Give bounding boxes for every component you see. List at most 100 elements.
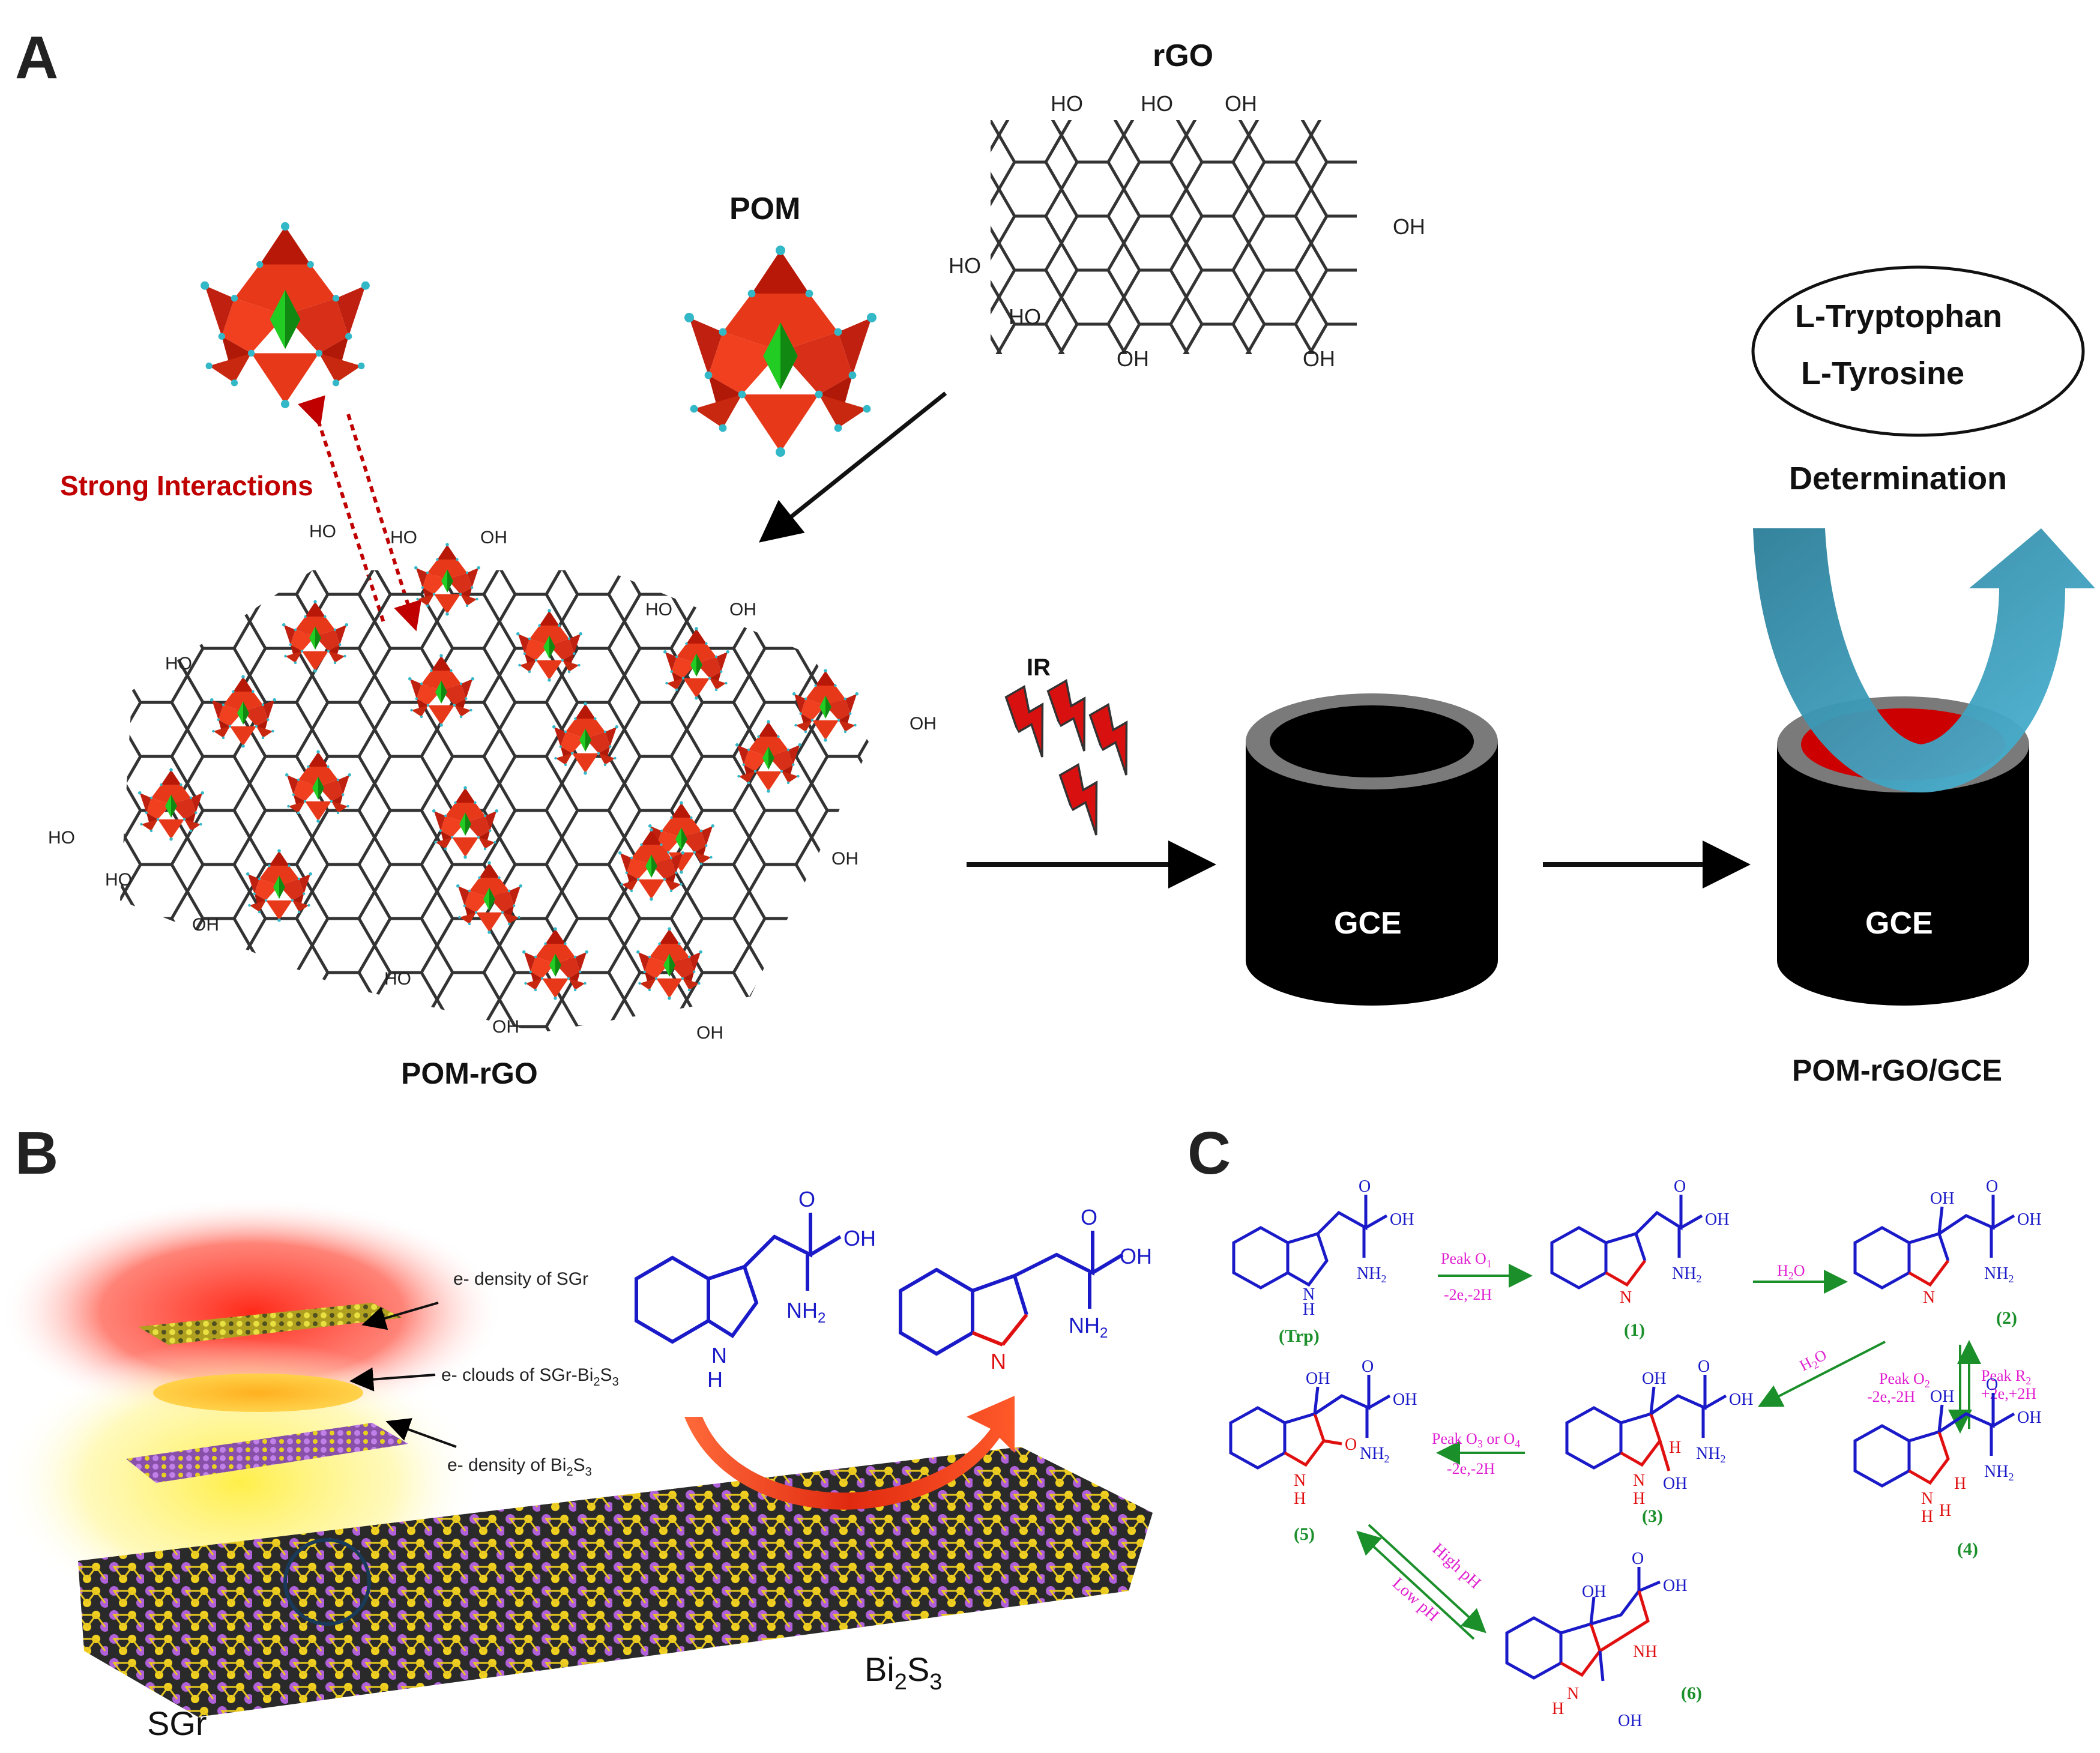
c3-h2: H [1669, 1438, 1681, 1457]
peak-r2-label: Peak R2 [1981, 1367, 2031, 1387]
c2-oh-top: OH [1930, 1189, 1954, 1208]
c6-nh: NH [1633, 1643, 1657, 1661]
composite-oh-6: OH [192, 915, 219, 935]
c5-nh2: NH2 [1360, 1444, 1389, 1465]
rgo-oh-2: HO [1141, 91, 1173, 116]
c3-h1: H [1633, 1489, 1645, 1508]
c6-oh: OH [1663, 1576, 1687, 1595]
trp-c-h: H [1303, 1300, 1315, 1319]
bi2s3-label: Bi2S3 [864, 1650, 942, 1695]
compound-5-structure [1229, 1375, 1391, 1470]
rgo-title: rGO [1153, 38, 1213, 73]
c3-oh-top: OH [1642, 1369, 1666, 1388]
c6-oh-bottom: OH [1618, 1712, 1642, 1730]
composite-ho-3: HO [165, 654, 192, 674]
composite-oh-3: OH [729, 600, 756, 620]
c3-label: (3) [1642, 1506, 1663, 1526]
trp-structure [1232, 1195, 1388, 1290]
label-sgr-density: e- density of SGr [453, 1269, 588, 1289]
c3-oh: OH [1729, 1390, 1753, 1409]
gce-label-2: GCE [1865, 906, 1933, 941]
pointer-bi2s3 [385, 1418, 457, 1448]
ox-b-n: N [991, 1349, 1006, 1374]
composite-ho-5: HO [105, 870, 132, 890]
rgo-ho-left: HO [949, 253, 981, 278]
c5-oh-top: OH [1306, 1369, 1330, 1388]
composite-ho-1: HO [309, 522, 336, 542]
trp-c-label: (Trp) [1279, 1326, 1320, 1346]
determination-label: Determination [1789, 460, 2007, 496]
c5-o-top: O [1362, 1357, 1374, 1376]
trp-c-nh2: NH2 [1357, 1264, 1386, 1285]
c4-label: (4) [1957, 1539, 1978, 1559]
composite-oh-8: OH [696, 1023, 723, 1043]
sgr-sheet [138, 1303, 402, 1345]
composite-oh-1: HO [390, 528, 417, 548]
c2-o: O [1986, 1177, 1998, 1196]
label-bi2s3-density: e- density of Bi2S3 [447, 1455, 592, 1479]
composite-ho-2: HO [645, 600, 672, 620]
pom-rgo-composite: HO HO OH HO OH HO OH HO HO OH OH HO OH O… [48, 522, 937, 1043]
c4-nh2: NH2 [1984, 1462, 2014, 1483]
c1-label: (1) [1624, 1320, 1645, 1340]
c5-oh: OH [1393, 1390, 1417, 1409]
bi2s3-sheet [126, 1423, 408, 1483]
c6-label: (6) [1681, 1683, 1702, 1703]
trp-c-oh: OH [1390, 1210, 1414, 1229]
analyte-tyrosine: L-Tyrosine [1801, 355, 1964, 391]
combine-arrow [759, 391, 947, 543]
peak-o1-label: Peak O1 [1441, 1250, 1492, 1270]
oxidation-curve-arrow [684, 1396, 1015, 1510]
arrow-2-to-3 [1757, 1341, 1886, 1407]
c3-n: N [1633, 1471, 1645, 1490]
compound-1-structure [1550, 1195, 1703, 1290]
peak-o3o4-electrons: -2e,-2H [1447, 1460, 1495, 1477]
rgo-oh-bottom-right: OH [1303, 346, 1335, 371]
pointer-sgr [361, 1302, 439, 1330]
lightning-bolt-icon [1083, 700, 1151, 780]
ox-b-nh2: NH2 [1069, 1313, 1108, 1341]
label-electron-clouds: e- clouds of SGr-Bi2S3 [441, 1365, 619, 1389]
composite-ho-4: HO [48, 828, 75, 848]
trp-b-oh: OH [843, 1226, 876, 1251]
highlight-circle [283, 1538, 371, 1626]
trp-b-nh2: NH2 [786, 1298, 825, 1326]
rgo-structure: rGO HO HO OH OH HO HO OH OH [949, 38, 1425, 371]
rgo-ho-left2: HO [1009, 304, 1041, 329]
rgo-cooh-1: OH [1225, 91, 1257, 116]
pom-polyhedron-small [201, 222, 370, 408]
lightning-bolt-icon [1053, 760, 1121, 840]
c1-nh2: NH2 [1672, 1264, 1701, 1285]
c2-label: (2) [1996, 1308, 2017, 1328]
c4-o: O [1986, 1375, 1998, 1394]
peak-o2-label: Peak O2 [1879, 1370, 1930, 1390]
composite-oh-4: OH [910, 714, 937, 734]
pom-rgo-gce-label: POM-rGO/GCE [1792, 1054, 2002, 1087]
panel-a-letter: A [15, 24, 58, 91]
c5-n: N [1294, 1471, 1306, 1490]
composite-ho-6: HO [384, 969, 411, 989]
peak-o1-electrons: -2e,-2H [1444, 1286, 1492, 1303]
c2-oh: OH [2017, 1210, 2041, 1229]
high-ph-label: High pH [1429, 1540, 1485, 1593]
rgo-oh-1: HO [1051, 91, 1083, 116]
c4-oh: OH [2017, 1408, 2041, 1427]
panel-b-letter: B [15, 1120, 58, 1187]
determination-arrow [1753, 528, 2095, 792]
c2-nh2: NH2 [1984, 1264, 2014, 1285]
c3-o: O [1698, 1357, 1710, 1376]
c1-oh: OH [1705, 1210, 1729, 1229]
compound-2-structure [1853, 1195, 2015, 1290]
analyte-tryptophan: L-Tryptophan [1795, 298, 2002, 334]
c4-h1: H [1921, 1507, 1933, 1526]
trp-b-o: O [798, 1187, 815, 1211]
compound-4-structure [1853, 1393, 2015, 1488]
low-ph-label: Low pH [1389, 1574, 1443, 1625]
rgo-oh-bottom: OH [1117, 346, 1149, 371]
electron-cloud [153, 1374, 363, 1412]
pointer-clouds [349, 1367, 436, 1392]
c4-oh-top: OH [1930, 1387, 1954, 1406]
c4-h3: H [1939, 1501, 1951, 1520]
analytes-oval: L-Tryptophan L-Tyrosine [1751, 265, 2085, 437]
